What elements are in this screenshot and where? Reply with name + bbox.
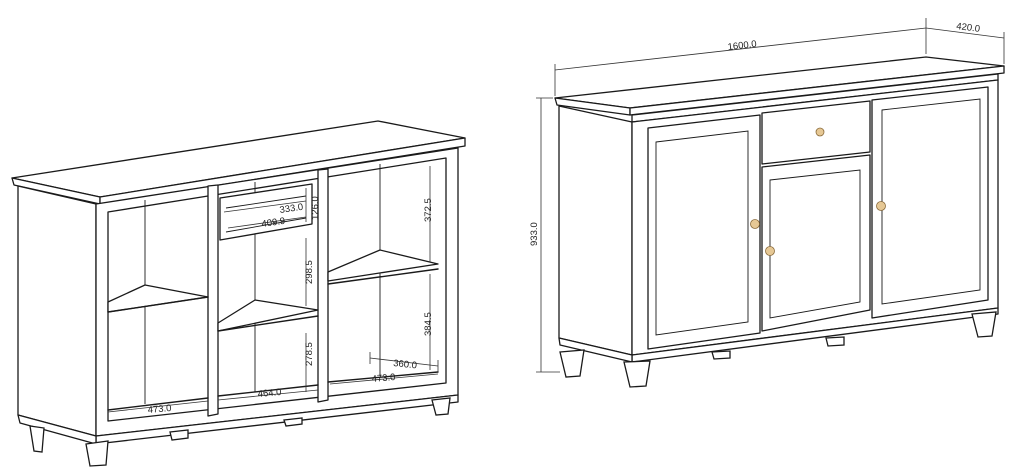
dim-left-bottom-width: 473.0: [147, 403, 172, 416]
right-top-slab-side: [629, 65, 1005, 116]
left-shelf-middle: [217, 299, 319, 332]
right-foot-back-1: [711, 350, 731, 360]
right-foot-front-right: [971, 311, 997, 338]
dim-right-bottom-width: 473.0: [371, 372, 396, 385]
dim-right-lower-height: 384.5: [423, 312, 434, 336]
left-top-slab-side: [99, 137, 466, 205]
dim-right-upper-height: 372.5: [423, 198, 434, 222]
right-foot-front-left: [559, 349, 585, 378]
dim-middle-upper-height: 298.5: [304, 260, 315, 284]
left-foot-front-mid: [85, 440, 109, 467]
left-dimension-lines: [107, 166, 439, 413]
middle-door-knob: [765, 246, 775, 256]
left-interior-opening: [107, 157, 447, 422]
left-shelf-right: [327, 249, 439, 282]
middle-door: [761, 154, 871, 332]
dim-total-depth: 420.0: [956, 21, 981, 35]
right-side-panel: [558, 105, 633, 356]
drawer-knob: [815, 127, 825, 137]
dim-inner-drawer-depth: 409.9: [261, 216, 286, 230]
left-door: [647, 114, 761, 350]
dim-total-width: 1600.0: [727, 39, 757, 53]
dim-total-height: 933.0: [529, 222, 540, 246]
left-divider-1: [207, 184, 219, 417]
right-dimension-lines: [536, 18, 1005, 373]
left-sideboard-open-view: 333.0 409.9 126.0 372.5 298.5 384.5 278.…: [11, 120, 466, 467]
left-foot-back-2: [283, 417, 303, 427]
dim-drawer-height: 126.0: [310, 196, 321, 220]
left-divider-2: [317, 168, 329, 403]
right-foot-back-2: [825, 336, 845, 347]
left-foot-front-left: [29, 425, 45, 453]
right-door: [871, 86, 989, 319]
right-door-knob: [876, 201, 886, 211]
dim-inner-drawer-width: 333.0: [279, 202, 304, 216]
dim-middle-lower-height: 278.5: [304, 342, 315, 366]
right-foot-front-center: [623, 360, 651, 388]
left-foot-back: [169, 429, 189, 441]
left-side-panel: [17, 185, 97, 437]
dim-right-shelf-offset: 360.0: [393, 358, 418, 371]
left-door-knob: [750, 219, 760, 229]
dim-middle-bottom-width: 464.0: [257, 387, 282, 400]
left-foot-front-right: [431, 397, 451, 416]
right-sideboard-closed-view: 1600.0 420.0 933.0: [529, 18, 1005, 388]
